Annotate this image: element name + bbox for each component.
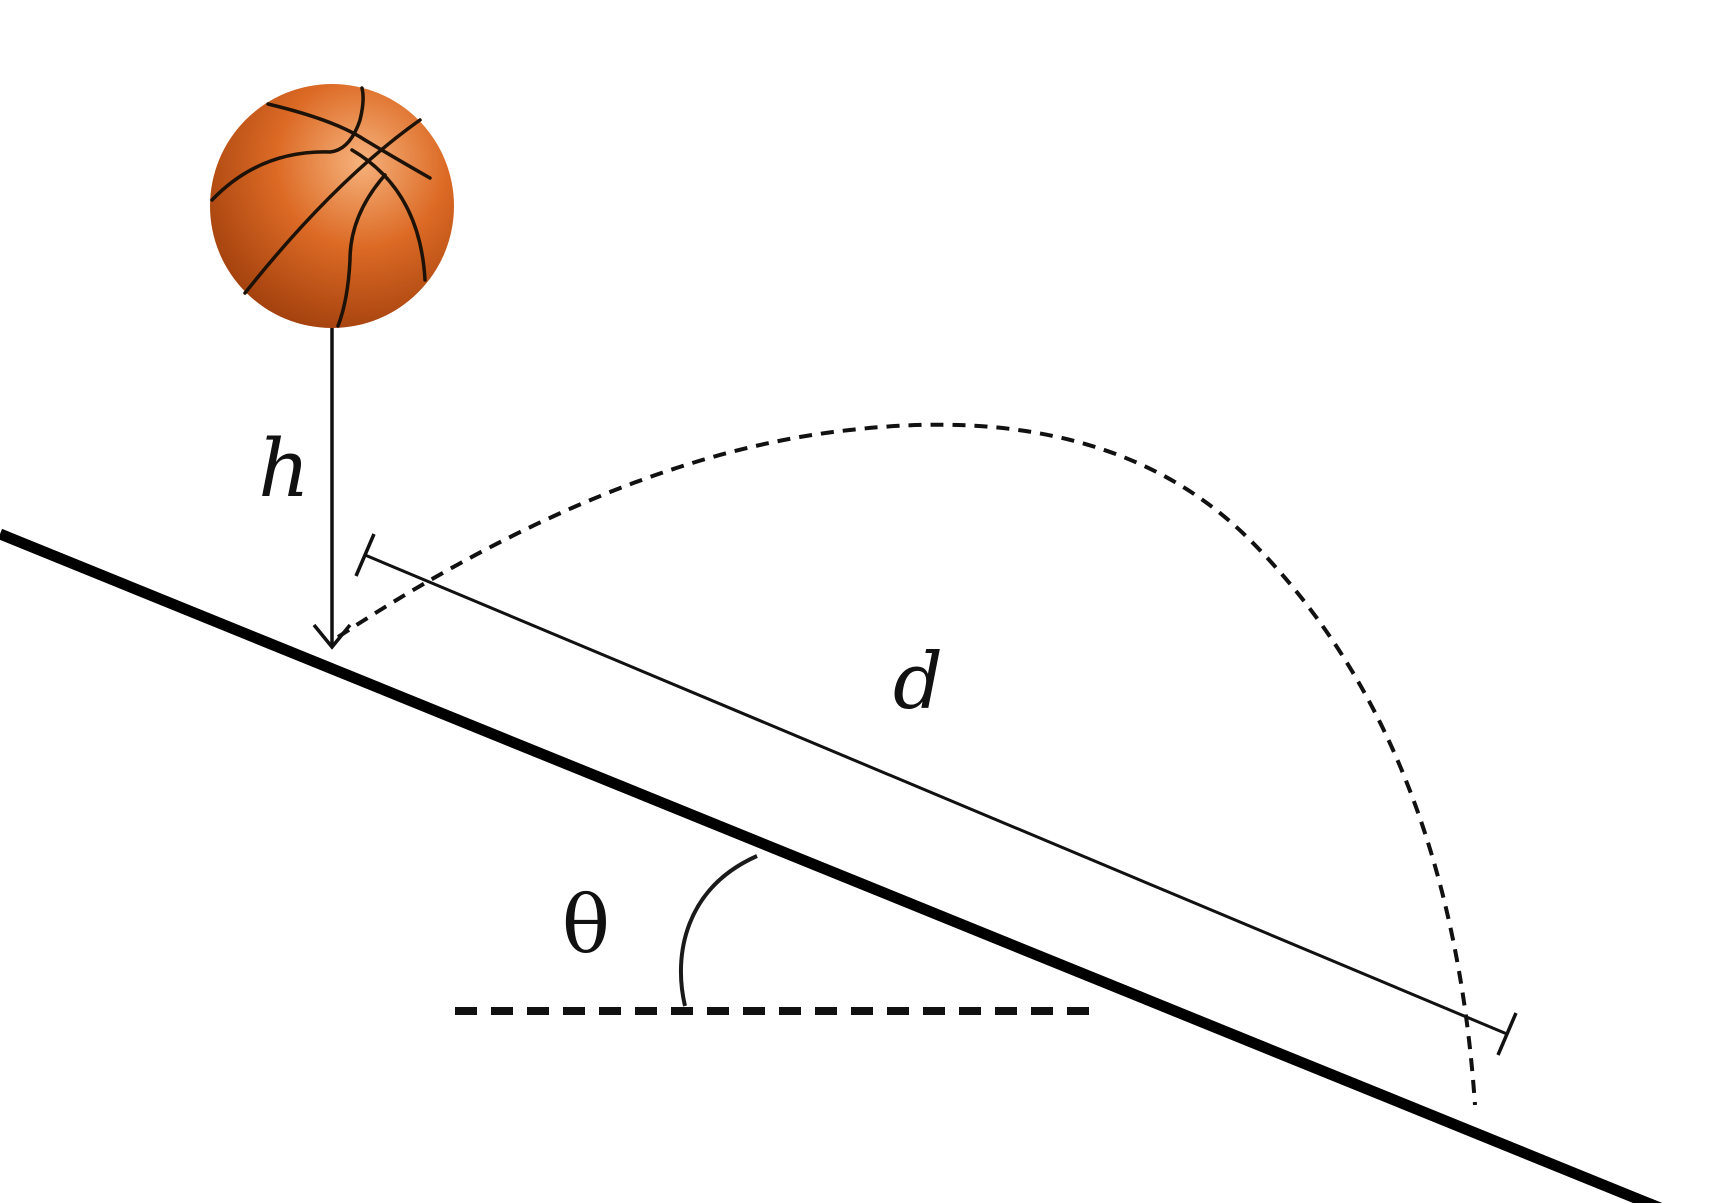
basketball-seam: [210, 86, 365, 202]
basketball-seam: [266, 102, 432, 180]
angle-arc: [678, 854, 758, 1007]
basketball-seam: [336, 173, 387, 328]
basketball-seam: [350, 148, 427, 282]
incline-surface: [0, 528, 1663, 1203]
basketball-seam: [243, 118, 422, 295]
distance-end-tick-right: [1496, 1012, 1518, 1056]
drop-arrow-head: [312, 623, 352, 650]
basketball-body: [210, 84, 454, 328]
distance-dimension: [354, 533, 1518, 1056]
bounce-trajectory: [336, 422, 1477, 1106]
distance-label: d: [893, 637, 943, 727]
distance-line: [364, 553, 1508, 1036]
height-label: h: [258, 422, 310, 515]
basketball-icon: [210, 84, 454, 328]
distance-end-tick-left: [354, 533, 376, 577]
angle-label: θ: [562, 878, 610, 971]
